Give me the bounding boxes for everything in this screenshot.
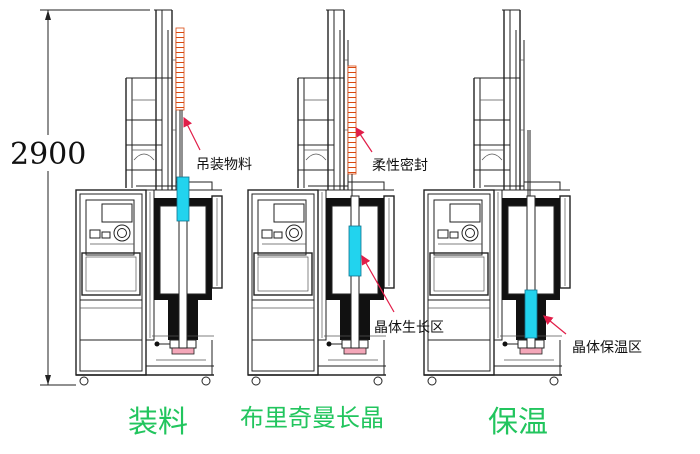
furnace-insulation [423, 9, 571, 386]
caption-insulation: 保温 [488, 405, 548, 440]
furnace-loading [75, 9, 223, 386]
dimension-value: 2900 [10, 137, 86, 172]
label-growth-zone: 晶体生长区 [374, 320, 444, 336]
caption-loading: 装料 [128, 405, 188, 440]
crystal-material [176, 176, 190, 222]
furnace-bridgman [247, 9, 395, 386]
height-dimension: 2900 [8, 9, 150, 386]
label-insulation-zone: 晶体保温区 [572, 340, 642, 356]
label-flexible-seal: 柔性密封 [372, 157, 428, 174]
crystal-growing [348, 225, 362, 277]
callout-arrows [183, 116, 567, 335]
crystal-insulated [524, 289, 538, 339]
label-hoisting: 吊装物料 [196, 157, 252, 173]
caption-bridgman: 布里奇曼长晶 [240, 404, 384, 432]
